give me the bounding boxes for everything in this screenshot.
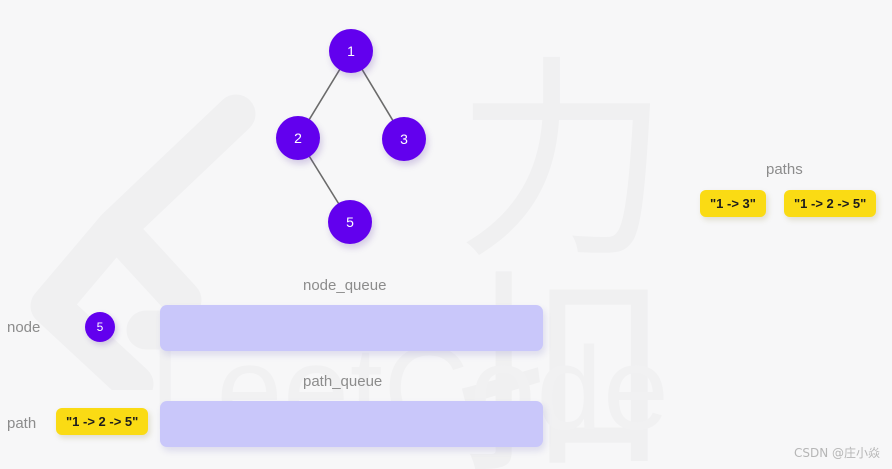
- tree-node-2[interactable]: 2: [276, 116, 320, 160]
- paths-item-badge[interactable]: "1 -> 2 -> 5": [784, 190, 877, 217]
- node-row-label: node: [7, 319, 41, 336]
- node-queue-label: node_queue: [303, 277, 387, 294]
- tree-node-3[interactable]: 3: [382, 117, 426, 161]
- tree-node-label: 3: [400, 131, 408, 147]
- tree-node-5[interactable]: 5: [328, 200, 372, 244]
- current-path-value[interactable]: "1 -> 2 -> 5": [56, 408, 149, 435]
- tree-node-label: 5: [346, 214, 354, 230]
- tree-node-label: 2: [294, 130, 302, 146]
- tree-node-label: 1: [347, 43, 355, 59]
- current-node-label: 5: [96, 320, 104, 334]
- path-queue-container[interactable]: [160, 401, 543, 447]
- path-queue-label: path_queue: [303, 373, 383, 390]
- path-row-label: path: [7, 415, 37, 432]
- node-queue-container[interactable]: [160, 305, 543, 351]
- current-node-value[interactable]: 5: [85, 312, 115, 342]
- paths-item-badge[interactable]: "1 -> 3": [700, 190, 766, 217]
- tree-node-1[interactable]: 1: [329, 29, 373, 73]
- csdn-watermark: CSDN @庄小焱: [793, 446, 880, 460]
- tree-edges: [297, 50, 405, 223]
- paths-label: paths: [766, 161, 803, 178]
